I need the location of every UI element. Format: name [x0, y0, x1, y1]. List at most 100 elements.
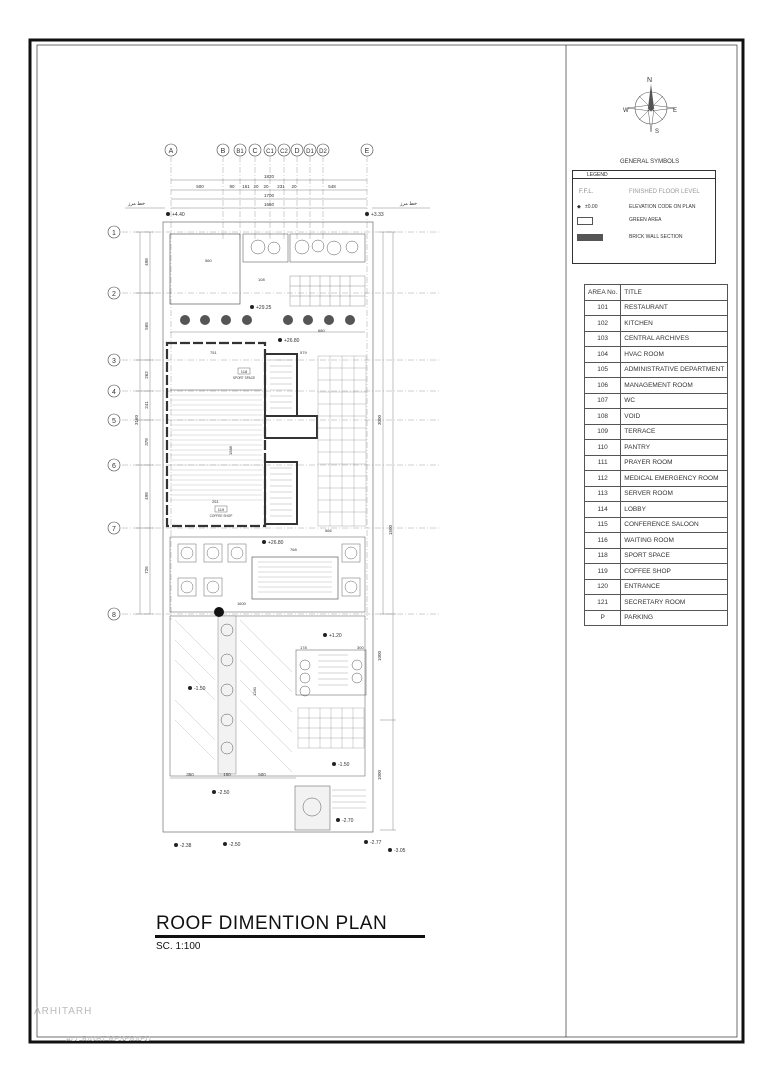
column-bubbles: A B B1 C C1 C2 D D1 D2 E [164, 143, 374, 157]
area-title: LOBBY [620, 501, 729, 518]
dim-misc-13: 178 [300, 645, 307, 650]
dim-top-seg-7: 20 [291, 184, 297, 189]
dim-left-total: 3160 [134, 414, 139, 425]
dim-left-1: 498 [144, 258, 149, 266]
level-4: +26.80 [284, 338, 300, 344]
area-title: CONFERENCE SALOON [620, 516, 729, 533]
dim-top-seg-3: 161 [242, 184, 250, 189]
skylight [251, 556, 339, 600]
area-number: 105 [583, 361, 622, 378]
elevation-label: ELEVATION CODE ON PLAN [629, 204, 696, 210]
ffl-label: FINISHED FLOOR LEVEL [629, 189, 700, 195]
title-underline [155, 935, 425, 938]
dim-bottom-2: 150 [223, 772, 231, 777]
top-garden-box [169, 233, 241, 305]
area-title: PANTRY [620, 439, 729, 456]
level-14: -3.05 [394, 848, 406, 854]
dim-misc-4: 680 [318, 328, 325, 333]
dim-misc-3: 579 [300, 350, 307, 355]
area-number: 114 [583, 501, 622, 518]
dim-misc-10: 1600 [237, 601, 247, 606]
elevation-value: ±0.00 [585, 204, 598, 210]
level-6: +1.20 [329, 633, 342, 639]
dim-right-total-mid: 1500 [388, 524, 393, 535]
area-title: VOID [620, 408, 729, 425]
dim-top-seg-5: 20 [263, 184, 269, 189]
grid-row-3: 3 [112, 358, 116, 365]
green-area-swatch [577, 217, 593, 225]
dim-misc-12: 300 [357, 645, 364, 650]
dim-top-seg-6: 231 [277, 184, 285, 189]
grid-col-C1: C1 [266, 149, 274, 155]
dim-misc-7: 251 [212, 499, 219, 504]
sheet-inner-border [36, 44, 738, 1038]
area-title: RESTAURANT [620, 299, 729, 316]
level-8: -1.50 [338, 762, 350, 768]
grid-col-A: A [169, 148, 174, 155]
paving-grid-right [317, 355, 367, 527]
row-bubbles: 1 2 3 4 5 6 7 8 [107, 225, 121, 621]
dim-overall-2: 1700 [264, 193, 275, 198]
dim-top-seg-1: 500 [196, 184, 204, 189]
brick-wall-swatch [577, 234, 603, 241]
area-title: WC [620, 392, 729, 409]
green-area-label: GREEN AREA [629, 217, 662, 223]
tree-icon [302, 797, 322, 817]
left-dimensions [136, 231, 154, 615]
tree-icon-group-bottom [299, 659, 363, 697]
grid-col-C: C [252, 148, 257, 155]
paving-grid-top [289, 275, 366, 307]
area-number: 116 [583, 532, 622, 549]
area-title: SERVER ROOM [620, 485, 729, 502]
entry-planter [294, 785, 331, 831]
area-title: MANAGEMENT ROOM [620, 377, 729, 394]
room-tag-119-code: 119 [218, 507, 225, 512]
sheet-border [28, 38, 745, 1044]
area-number: 101 [583, 299, 622, 316]
area-number: 106 [583, 377, 622, 394]
planter-icon-group-mid [177, 543, 361, 597]
planter-top-2 [289, 233, 366, 263]
dim-top-seg-2: 90 [229, 184, 235, 189]
grid-col-E: E [365, 148, 370, 155]
area-title-header: TITLE [620, 284, 729, 301]
area-title: PRAYER ROOM [620, 454, 729, 471]
watermark-rights: ALL RIGHT RESERVED [66, 1036, 152, 1043]
east-letter: E [673, 108, 677, 114]
area-number: 102 [583, 315, 622, 332]
area-number: 119 [583, 563, 622, 580]
grid-row-4: 4 [112, 389, 116, 396]
level-marker-icon [166, 212, 170, 216]
grid-row-7: 7 [112, 526, 116, 533]
area-number: P [583, 609, 622, 626]
area-title: SECRETARY ROOM [620, 594, 729, 611]
dim-top-seg-4: 20 [253, 184, 259, 189]
stair-core-bottom [264, 461, 298, 525]
dim-misc-6: 1588 [228, 445, 233, 455]
dim-overall-1: 1820 [264, 174, 275, 179]
area-number: 120 [583, 578, 622, 595]
area-number: 112 [583, 470, 622, 487]
grid-col-C2: C2 [280, 149, 288, 155]
stair-core-top [264, 353, 298, 417]
area-number: 115 [583, 516, 622, 533]
brick-wall-label: BRICK WALL SECTION [629, 234, 683, 240]
dim-left-5: 378 [144, 438, 149, 446]
dim-misc-8: 566 [325, 528, 332, 533]
elevation-code-icon: ◆ [577, 204, 581, 210]
room-tag-118-code: 118 [241, 369, 248, 374]
grid-row-2: 2 [112, 291, 116, 298]
level-markers: +4.40 +3.33 +29.25 +26.80 +26.80 +1.20 -… [166, 212, 406, 854]
